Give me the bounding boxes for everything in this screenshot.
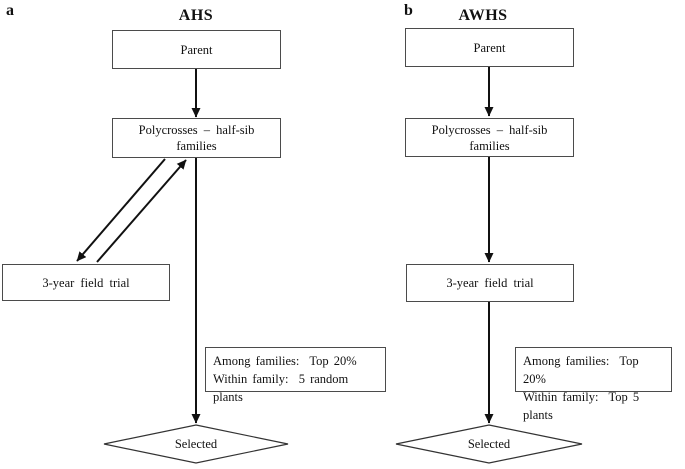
field-trial-box-a: 3-year field trial (2, 264, 170, 301)
selection-note-box-b: Among families: Top 20% Within family: T… (515, 347, 672, 422)
selected-label-a: Selected (174, 437, 218, 451)
arrow-polycross-to-fieldtrial-a (76, 158, 166, 262)
polycross-box-a-line1: Polycrosses – half-sib (138, 123, 255, 137)
selected-diamond-b (395, 424, 583, 464)
selection-note-a-line1: Among families: Top 20% (213, 354, 357, 368)
parent-box-b: Parent (405, 28, 574, 67)
selection-note-b-line1: Among families: Top 20% (523, 354, 644, 386)
polycross-box-b: Polycrosses – half-sib families (405, 118, 574, 157)
selection-note-b-line2: Within family: Top 5 plants (523, 390, 645, 422)
selected-diamond-a (103, 424, 289, 464)
polycross-box-b-line1: Polycrosses – half-sib (431, 122, 548, 137)
panel-b-title: AWHS (458, 7, 508, 24)
selected-label-b: Selected (467, 437, 511, 451)
field-trial-box-a-label: 3-year field trial (42, 275, 130, 290)
parent-box-b-label: Parent (473, 40, 506, 55)
parent-box-a-label: Parent (180, 42, 213, 57)
panel-b-label: b (404, 2, 413, 19)
field-trial-box-b-label: 3-year field trial (446, 276, 534, 290)
panel-a-label: a (6, 2, 14, 19)
parent-box-a: Parent (112, 30, 281, 69)
polycross-box-a: Polycrosses – half-sib families (112, 118, 281, 158)
panel-a-title: AHS (178, 7, 214, 24)
selection-note-a-line2: Within family: 5 random plants (213, 372, 354, 404)
arrow-fieldtrial-to-polycross-a (96, 159, 187, 263)
selection-note-box-a: Among families: Top 20% Within family: 5… (205, 347, 386, 404)
polycross-box-b-line2: families (469, 138, 510, 153)
field-trial-box-b: 3-year field trial (406, 264, 574, 302)
polycross-box-a-line2: families (176, 139, 217, 153)
